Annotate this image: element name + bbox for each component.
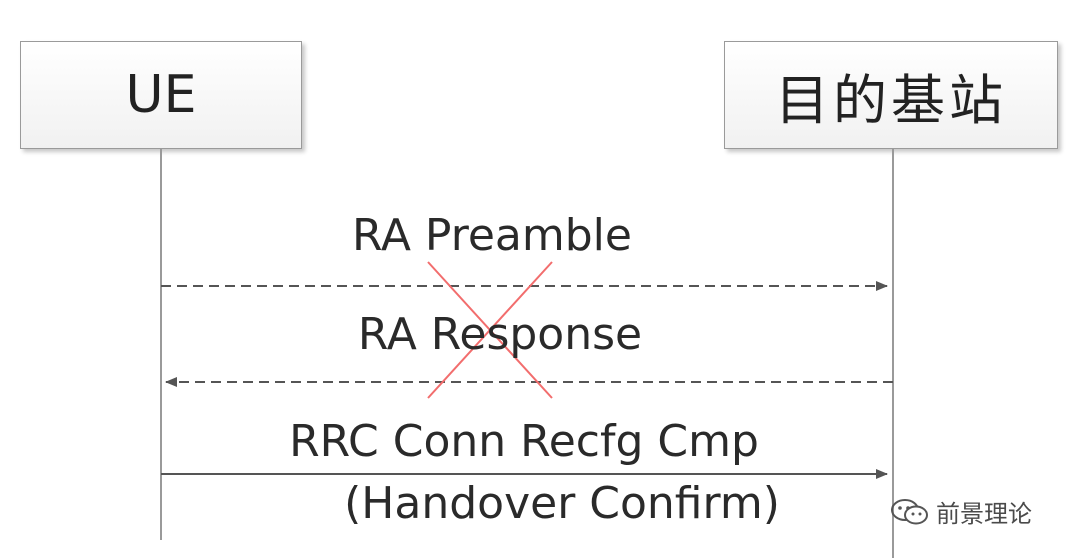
failure-cross-mark xyxy=(427,261,553,399)
message-ra-response-label: RA Response xyxy=(357,309,643,360)
watermark-text: 前景理论 xyxy=(936,500,1032,528)
actor-ue-label: UE xyxy=(125,65,197,125)
actor-target-base-station-label: 目的基站 xyxy=(775,68,1007,132)
message-ra-preamble-label: RA Preamble xyxy=(352,210,632,261)
message-handover-confirm-label: (Handover Confirm) xyxy=(344,478,780,529)
watermark: 前景理论 xyxy=(890,494,1032,529)
wechat-icon xyxy=(891,498,928,524)
message-rrc-conn-recfg-cmp-label: RRC Conn Recfg Cmp xyxy=(289,416,759,467)
actor-ue-box: UE xyxy=(20,41,302,149)
actor-target-base-station-box: 目的基站 xyxy=(724,41,1058,149)
